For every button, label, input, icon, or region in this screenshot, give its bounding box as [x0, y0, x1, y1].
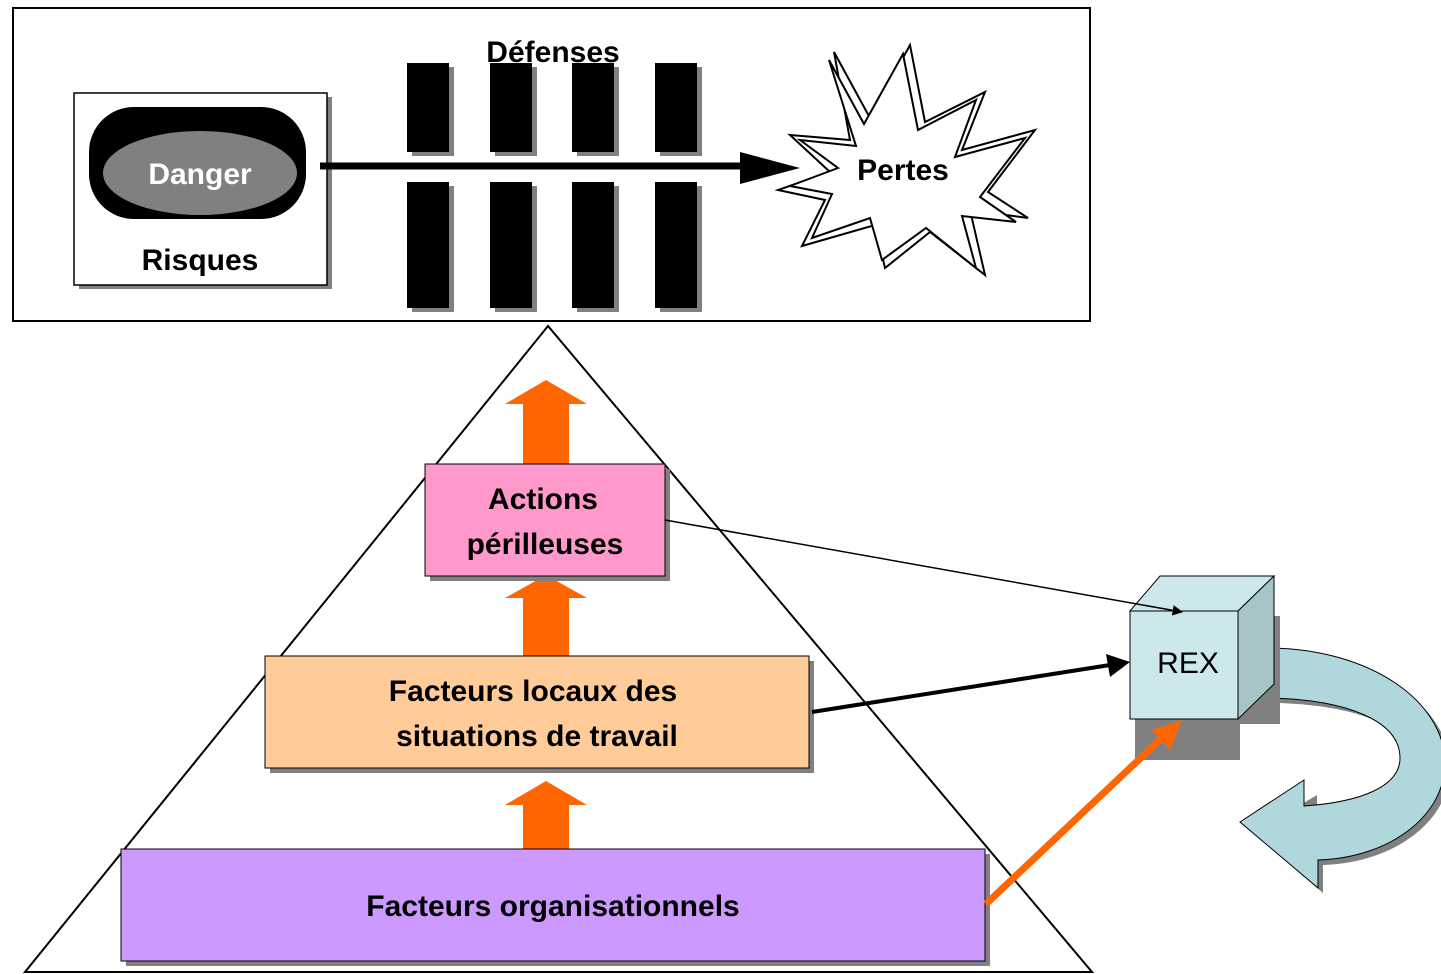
danger-to-losses-arrowhead: [740, 152, 800, 184]
barrier: [490, 182, 532, 308]
org-factors-box: [120, 848, 986, 962]
org-to-rex-arrow-line: [983, 731, 1169, 907]
rex-curved-arrow: [1239, 647, 1441, 890]
org-to-rex-arrowhead: [1152, 720, 1182, 750]
local-to-rex-arrow-line: [811, 663, 1111, 714]
danger-label: Danger: [148, 158, 252, 191]
actions-label-line2: périlleuses: [467, 528, 624, 561]
up-arrow-icon: [505, 781, 587, 850]
rex-cube: REX: [1128, 574, 1280, 760]
barrier: [490, 63, 532, 152]
barrier: [572, 182, 614, 308]
rex-label: REX: [1157, 647, 1219, 680]
barrier: [407, 182, 449, 308]
losses-burst-inner: [786, 51, 1028, 271]
barrier: [655, 63, 697, 152]
barrier: [655, 182, 697, 308]
defenses-label: Défenses: [486, 36, 619, 69]
local-factors-label-line2: situations de travail: [396, 720, 678, 753]
barrier: [407, 63, 449, 152]
risks-label: Risques: [142, 244, 259, 277]
up-arrows: [505, 380, 587, 850]
org-factors-label: Facteurs organisationnels: [366, 890, 739, 923]
local-to-rex-arrowhead: [1106, 654, 1130, 677]
actions-label-line1: Actions: [488, 483, 598, 516]
local-factors-label-line1: Facteurs locaux des: [389, 675, 677, 708]
danger-ellipse: [103, 131, 297, 215]
losses-label: Pertes: [857, 154, 949, 187]
barrier: [572, 63, 614, 152]
defense-barriers: [407, 63, 702, 312]
up-arrow-icon: [505, 380, 587, 465]
rex-cube-front: [1129, 610, 1239, 720]
actions-to-rex-arrow: [664, 519, 1184, 616]
local-factors-box: [264, 655, 810, 769]
up-arrow-icon: [505, 575, 587, 657]
